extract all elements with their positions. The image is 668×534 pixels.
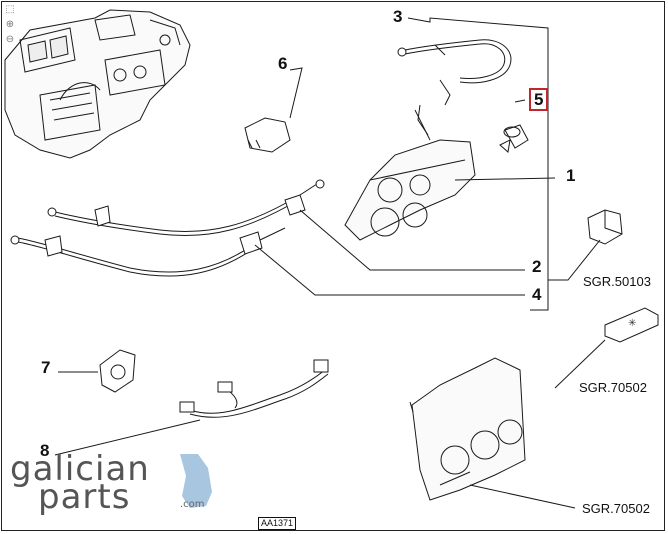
callout-4[interactable]: 4 bbox=[532, 285, 542, 304]
callout-5[interactable]: 5 bbox=[529, 88, 549, 111]
callout-6[interactable]: 6 bbox=[278, 54, 288, 73]
svg-text:✳: ✳ bbox=[628, 318, 636, 329]
car-silhouette-icon bbox=[180, 454, 212, 508]
leader-lines bbox=[54, 17, 606, 509]
logo-line1: galician bbox=[10, 449, 150, 489]
zoom-out-icon[interactable]: ⊖ bbox=[5, 34, 15, 45]
logo-line2: parts bbox=[38, 477, 131, 517]
callout-3[interactable]: 3 bbox=[393, 7, 403, 26]
ref-sgr-70502-switch[interactable]: SGR.70502 bbox=[579, 380, 647, 395]
galicianparts-logo: galician parts .com bbox=[10, 452, 220, 518]
cable-3-drawing bbox=[397, 39, 512, 106]
zoom-toolbar: ⬚ ⊕ ⊖ bbox=[4, 4, 20, 49]
part-7-drawing bbox=[99, 349, 136, 393]
knob-5-drawing bbox=[499, 124, 529, 153]
callout-1[interactable]: 1 bbox=[566, 166, 576, 185]
ref-sgr-50103[interactable]: SGR.50103 bbox=[583, 274, 651, 289]
knob-sgr-50103-drawing bbox=[587, 209, 623, 245]
fit-page-icon[interactable]: ⬚ bbox=[5, 4, 15, 15]
heater-box-drawing bbox=[4, 9, 191, 159]
drawing-code: AA1371 bbox=[258, 517, 297, 530]
callout-7[interactable]: 7 bbox=[41, 358, 51, 377]
callout-2[interactable]: 2 bbox=[532, 257, 542, 276]
cables-2-4-drawing bbox=[10, 179, 325, 277]
bezel-panel-drawing bbox=[409, 357, 526, 501]
callout-8[interactable]: 8 bbox=[40, 441, 50, 460]
ref-sgr-70502-bezel[interactable]: SGR.70502 bbox=[582, 501, 650, 516]
harness-8-drawing bbox=[179, 359, 329, 418]
zoom-in-icon[interactable]: ⊕ bbox=[5, 19, 15, 30]
switch-sgr-70502-drawing: ✳ bbox=[604, 307, 659, 343]
part-6-drawing bbox=[244, 117, 291, 153]
logo-suffix: .com bbox=[180, 499, 205, 510]
control-unit-1-drawing bbox=[344, 104, 476, 241]
